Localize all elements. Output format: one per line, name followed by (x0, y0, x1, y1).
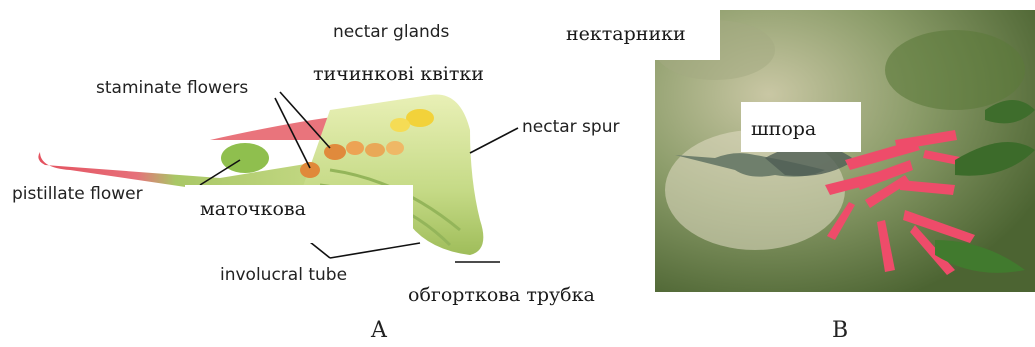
label-staminate-flowers: staminate flowers (96, 78, 248, 98)
label-uk-involucral-tube: обгорткова трубка (408, 284, 595, 306)
panel-letter-b: B (832, 318, 848, 343)
staminate-flower (324, 144, 346, 160)
label-uk-pistillate-flower: маточкова (200, 198, 306, 220)
label-pistillate-flower: pistillate flower (12, 184, 143, 204)
label-uk-nectaries: нектарники (566, 23, 686, 45)
label-uk-spur: шпора (751, 118, 816, 140)
panel-letter-a: A (371, 318, 387, 343)
label-nectar-glands: nectar glands (333, 22, 449, 42)
label-uk-staminate-flowers: тичинкові квітки (313, 63, 484, 85)
nectar-gland (406, 109, 434, 127)
pistillate-flower-body (221, 143, 269, 173)
label-involucral-tube: involucral tube (220, 265, 347, 285)
label-nectar-spur: nectar spur (522, 117, 619, 137)
